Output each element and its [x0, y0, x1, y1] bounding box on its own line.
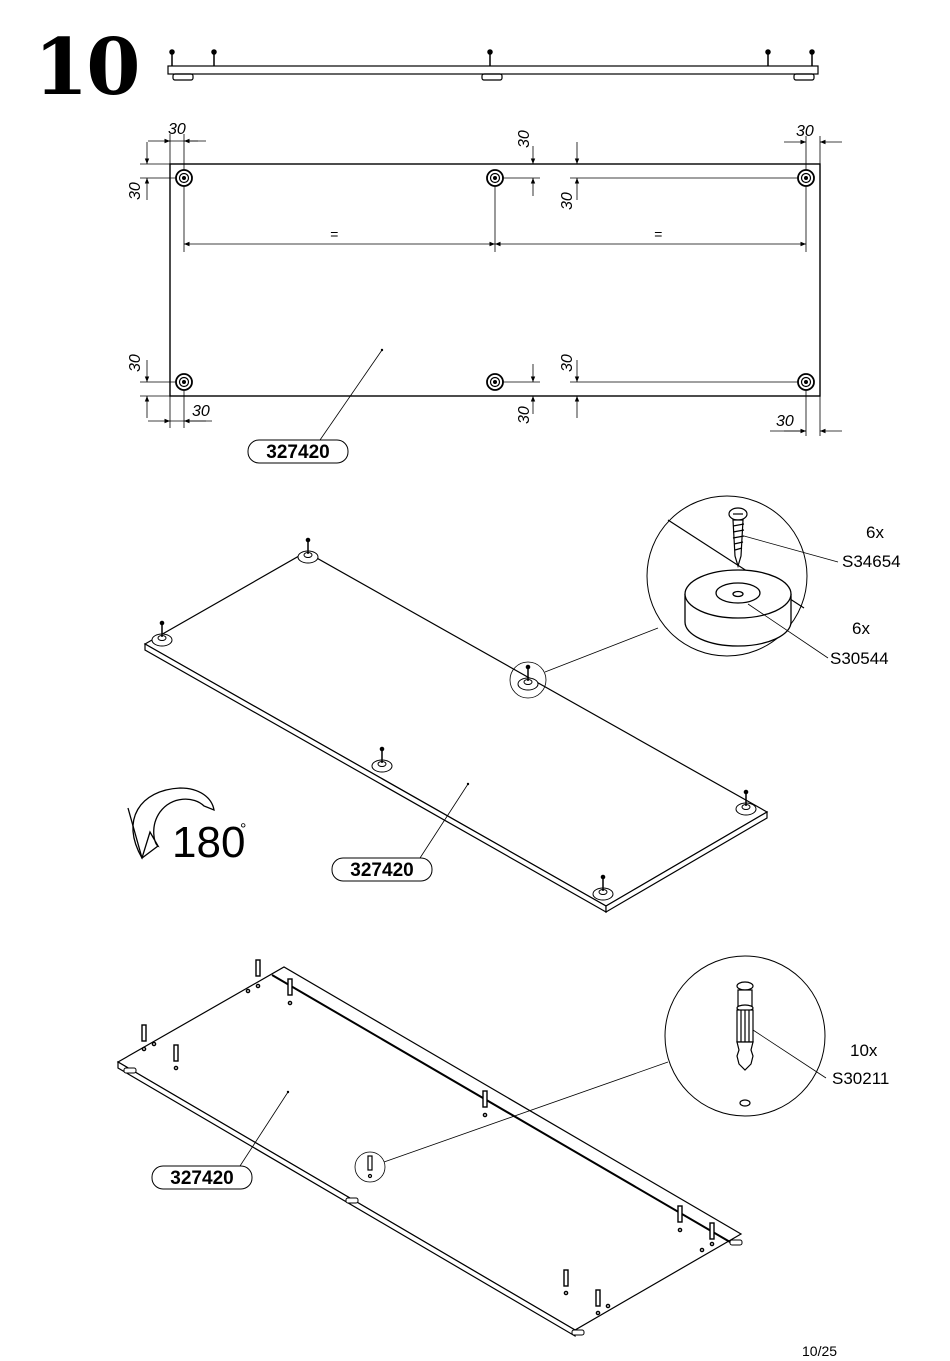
- equal-mark: =: [330, 226, 338, 242]
- dowels: [141, 959, 715, 1316]
- foot: [297, 537, 319, 564]
- dim-label: 30: [516, 130, 533, 148]
- foot-qty: 6x: [852, 619, 870, 638]
- foot: [151, 620, 173, 647]
- dimension-lines: [140, 134, 842, 436]
- foot: [371, 746, 393, 773]
- foot-hole: [486, 169, 504, 187]
- top-view-drawing: 30 30 30 30 30 30 30 30 30 30 = = 327420: [127, 121, 842, 464]
- foot-code: S30544: [830, 649, 889, 668]
- foot-hole: [175, 169, 193, 187]
- rotation-value: 180: [172, 818, 245, 867]
- dim-label: 30: [127, 182, 144, 200]
- side-view-dowels: [169, 49, 815, 66]
- dowel: [699, 1222, 715, 1253]
- dowel: [482, 1090, 488, 1118]
- dowel-code: S30211: [832, 1069, 889, 1088]
- feet-view-drawing: 6x S34654 6x S30544 180 ° 327420: [127, 495, 901, 914]
- dowel: [563, 1269, 569, 1296]
- rotate-icon: 180 °: [127, 787, 246, 867]
- dim-label: 30: [192, 403, 210, 420]
- part-label-top: 327420: [247, 348, 384, 464]
- feet-view-panel: [143, 551, 769, 914]
- foot-detail: [684, 569, 792, 647]
- part-number: 327420: [266, 442, 329, 463]
- dim-label: 30: [776, 413, 794, 430]
- screw-code: S34654: [842, 552, 901, 571]
- dowel: [677, 1205, 683, 1233]
- feet-detail-callout: 6x S34654 6x S30544: [646, 495, 901, 668]
- dowel: [173, 1044, 179, 1071]
- dowel-detail: [736, 981, 754, 1107]
- dowel-view-panel: [116, 966, 743, 1338]
- feet-view-feet: [151, 537, 757, 901]
- dowel-qty: 10x: [850, 1041, 878, 1060]
- dim-label: 30: [516, 406, 533, 424]
- dim-label: 30: [127, 354, 144, 372]
- equal-mark: =: [654, 226, 662, 242]
- foot: [735, 789, 757, 816]
- dowel: [287, 978, 293, 1006]
- foot-hole: [797, 373, 815, 391]
- part-number: 327420: [350, 860, 413, 881]
- dim-label: 30: [559, 354, 576, 372]
- side-view-feet: [172, 73, 815, 81]
- step-number: 10: [34, 22, 141, 113]
- foot: [517, 664, 539, 691]
- dim-label: 30: [796, 123, 814, 140]
- detail-marker: [509, 661, 547, 699]
- screw-qty: 6x: [866, 523, 884, 542]
- dowel: [595, 1289, 611, 1316]
- dim-label: 30: [168, 121, 186, 138]
- page-number: 10/25: [802, 1343, 838, 1359]
- foot-hole: [175, 373, 193, 391]
- screw-detail: [728, 507, 748, 569]
- dowel-view-drawing: 10x S30211 327420: [116, 955, 889, 1338]
- part-label-dowel: 327420: [151, 1090, 290, 1190]
- part-label-feet: 327420: [331, 782, 470, 882]
- dim-label: 30: [559, 192, 576, 210]
- dowel: [141, 1024, 157, 1052]
- foot: [592, 874, 614, 901]
- rotation-unit: °: [240, 821, 246, 838]
- dowel-detail-callout: 10x S30211: [664, 955, 889, 1117]
- part-number: 327420: [170, 1168, 233, 1189]
- dimension-labels: 30 30 30 30 30 30 30 30 30 30 = =: [127, 121, 814, 430]
- foot-hole: [797, 169, 815, 187]
- dowel: [245, 959, 261, 994]
- side-view-panel: [167, 49, 819, 81]
- dowel-view-feet: [123, 1067, 743, 1336]
- foot-hole: [486, 373, 504, 391]
